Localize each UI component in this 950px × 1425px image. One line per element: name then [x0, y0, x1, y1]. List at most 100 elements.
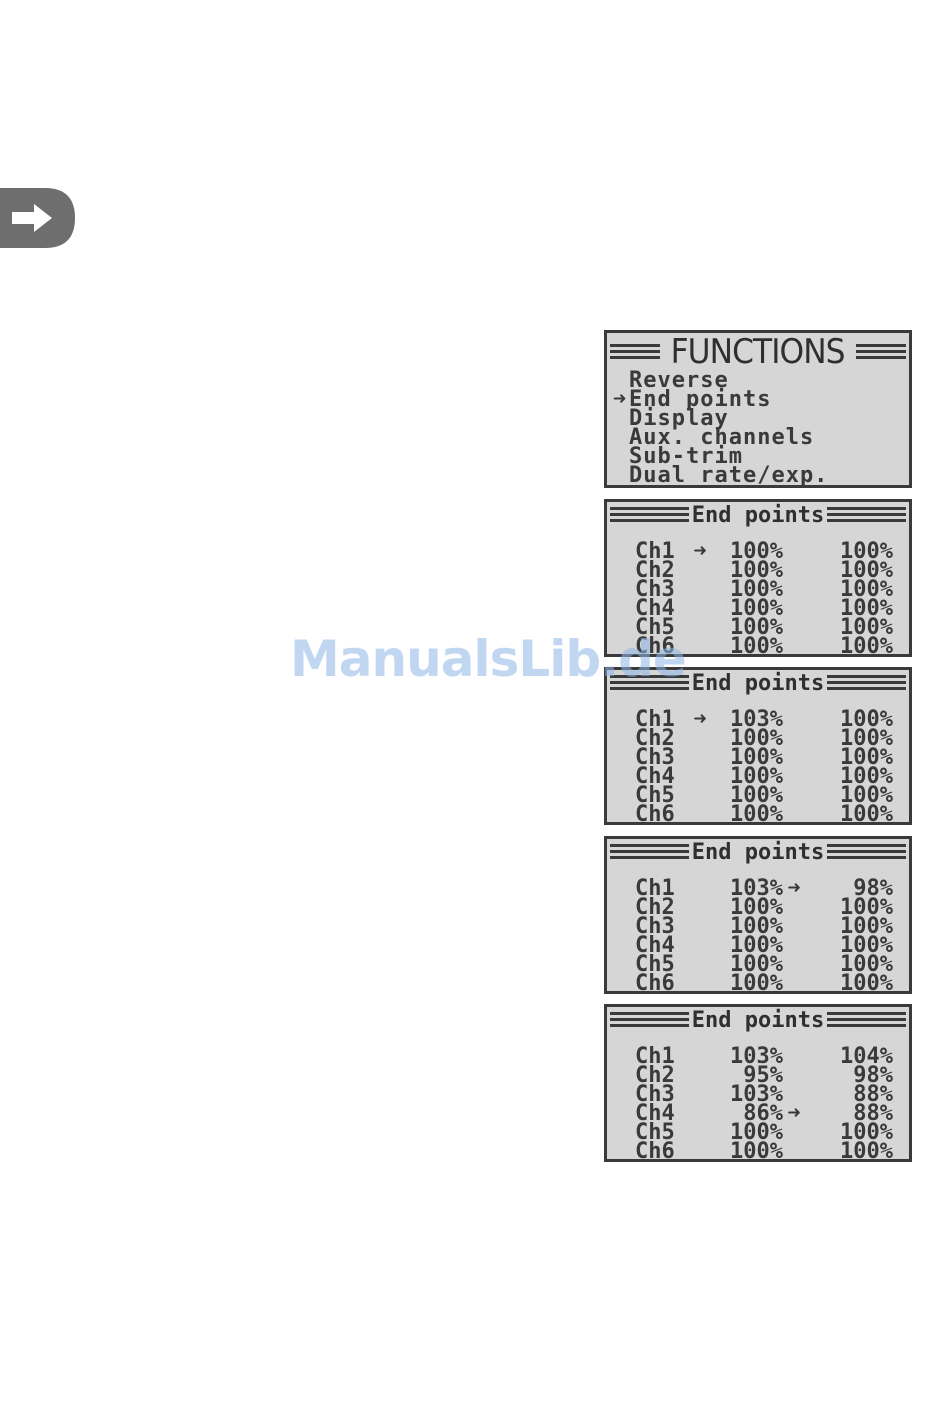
end-point-low-value: 100% — [730, 1120, 783, 1145]
channel-label: Ch5 — [635, 783, 675, 808]
end-point-high-value: 88% — [853, 1101, 893, 1126]
watermark: ManualsLib.de — [290, 630, 687, 688]
cursor-slot — [689, 637, 711, 654]
cursor-slot — [689, 618, 711, 637]
end-point-high-value: 98% — [853, 1063, 893, 1088]
cursor-slot — [689, 767, 711, 786]
end-point-low-value: 100% — [730, 615, 783, 640]
menu-item[interactable]: Reverse — [611, 368, 909, 393]
screen-title: End points — [691, 670, 825, 696]
channel-label: Ch2 — [635, 726, 675, 751]
end-point-low-value: 100% — [730, 596, 783, 621]
cursor-arrow-icon — [611, 428, 629, 447]
cursor-slot — [783, 710, 805, 729]
cursor-slot — [783, 748, 805, 767]
cursor-slot — [783, 805, 805, 822]
cursor-slot — [783, 955, 805, 974]
cursor-slot — [783, 618, 805, 637]
cursor-arrow-icon: ➜ — [787, 876, 801, 901]
end-point-low-value: 100% — [730, 971, 783, 994]
lcd-title-row: End points — [607, 502, 909, 528]
cursor-slot — [689, 917, 711, 936]
menu-item[interactable]: Dual rate/exp. — [611, 465, 909, 486]
cursor-arrow-icon — [611, 409, 629, 428]
cursor-slot — [689, 974, 711, 991]
channel-row[interactable]: Ch5 100% 100% — [635, 615, 909, 640]
channel-row[interactable]: Ch1➜100%100% — [635, 539, 909, 564]
end-point-low-value: 86% — [743, 1101, 783, 1126]
menu-item[interactable]: Display — [611, 408, 909, 430]
channel-label: Ch2 — [635, 1063, 675, 1088]
menu-item[interactable]: Sub-trim — [611, 446, 909, 468]
end-point-high-value: 100% — [840, 615, 893, 640]
cursor-arrow-icon — [611, 447, 629, 466]
end-point-high-value: 104% — [840, 1044, 893, 1069]
channel-label: Ch5 — [635, 615, 675, 640]
menu-item-label: Reverse — [629, 368, 729, 393]
cursor-slot — [783, 729, 805, 748]
cursor-slot — [689, 879, 711, 898]
channel-row[interactable]: Ch3 103% 88% — [635, 1082, 909, 1107]
end-point-high-value: 100% — [840, 596, 893, 621]
channel-label: Ch6 — [635, 802, 675, 825]
cursor-slot — [689, 599, 711, 618]
title-bar-right — [827, 844, 907, 860]
lcd-title-row: End points — [607, 670, 909, 696]
screen-title: FUNCTIONS — [670, 332, 846, 372]
cursor-slot — [689, 580, 711, 599]
end-point-low-value: 100% — [730, 577, 783, 602]
channel-label: Ch4 — [635, 933, 675, 958]
cursor-slot — [689, 1104, 711, 1123]
right-arrow-tab-icon — [0, 188, 75, 248]
cursor-slot — [783, 917, 805, 936]
menu-item[interactable]: ➜End points — [611, 387, 909, 412]
end-point-low-value: 103% — [730, 1044, 783, 1069]
cursor-slot — [783, 936, 805, 955]
cursor-arrow-icon: ➜ — [693, 539, 707, 564]
title-bar-left — [610, 507, 689, 523]
cursor-slot — [689, 805, 711, 822]
channel-row[interactable]: Ch1➜103%100% — [635, 709, 909, 731]
channel-label: Ch4 — [635, 764, 675, 789]
end-point-high-value: 100% — [840, 783, 893, 808]
channel-label: Ch3 — [635, 745, 675, 770]
cursor-slot — [689, 955, 711, 974]
end-point-high-value: 88% — [853, 1082, 893, 1107]
cursor-slot — [689, 729, 711, 748]
cursor-slot — [689, 1047, 711, 1066]
channel-label: Ch3 — [635, 1082, 675, 1107]
menu-item-label: End points — [629, 387, 772, 412]
cursor-slot — [689, 1123, 711, 1142]
end-point-low-value: 103% — [730, 1082, 783, 1107]
menu-item[interactable]: Aux. channels — [611, 427, 909, 449]
cursor-slot — [689, 748, 711, 767]
cursor-arrow-icon — [611, 466, 629, 485]
cursor-slot — [783, 599, 805, 618]
